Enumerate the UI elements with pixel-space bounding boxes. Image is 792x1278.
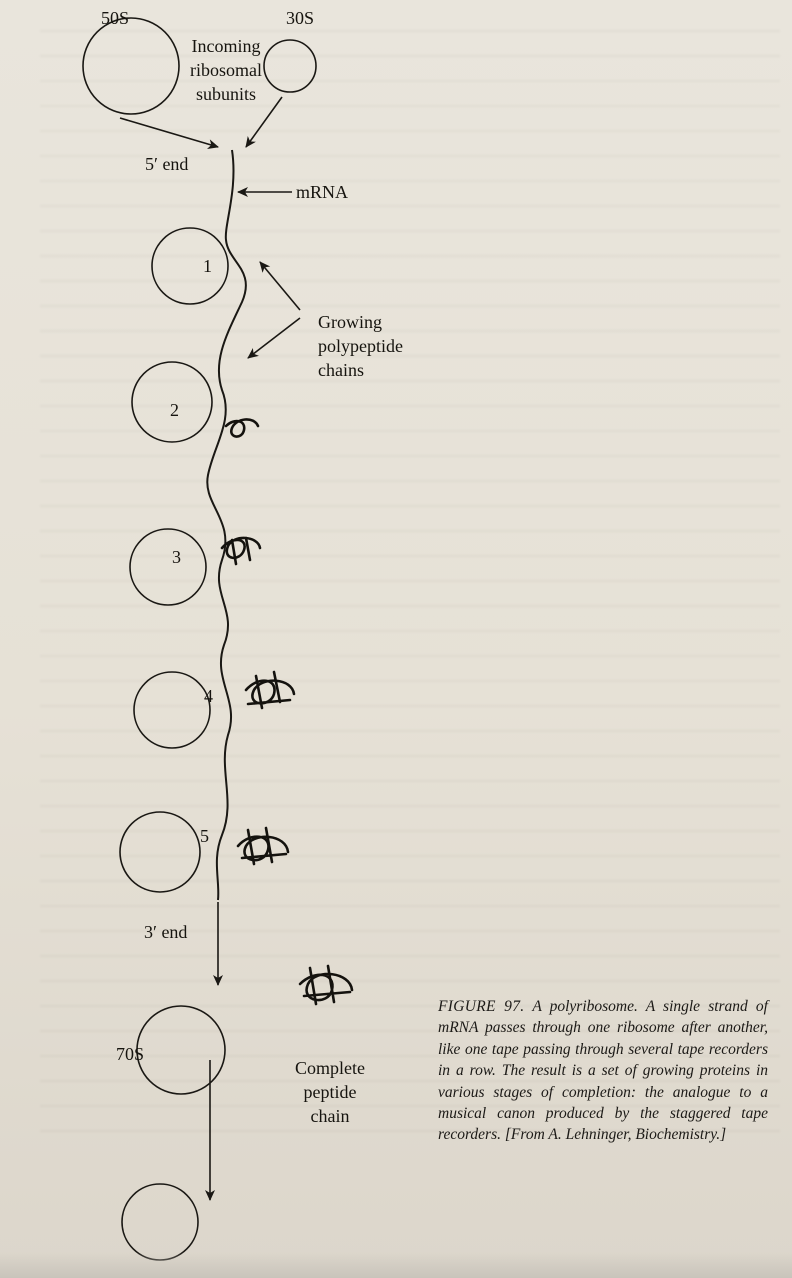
label-stage-5: 5 <box>200 826 209 846</box>
subunit-50s-circle <box>82 17 180 115</box>
ribosome-1-large <box>151 227 229 305</box>
label-mrna: mRNA <box>296 182 349 202</box>
caption-text: A polyribosome. A single strand of mRNA … <box>438 998 768 1144</box>
label-50s: 50S <box>101 8 130 28</box>
ribosome-70s-circle <box>136 1005 226 1095</box>
label-complete-1: Complete <box>295 1058 365 1078</box>
polypeptide-3 <box>220 536 262 566</box>
label-3prime-end: 3′ end <box>144 922 188 942</box>
ribosome-5-large <box>119 811 201 893</box>
caption-source: [From A. Lehninger, Biochemistry.] <box>504 1126 727 1144</box>
polypeptide-5 <box>236 826 290 866</box>
complete-peptide-chain <box>298 964 354 1006</box>
label-stage-4: 4 <box>204 686 213 706</box>
arrow-growing-1 <box>259 261 301 311</box>
ribosome-4-large <box>133 671 211 749</box>
polypeptide-4 <box>244 670 296 710</box>
label-complete-3: chain <box>310 1106 350 1126</box>
label-stage-3: 3 <box>172 547 181 567</box>
show-through-text <box>40 30 780 1150</box>
label-incoming-3: subunits <box>195 84 256 104</box>
polypeptide-2 <box>224 418 260 438</box>
caption-figure-number: FIGURE 97. <box>438 998 525 1015</box>
ribosome-outgoing-circle <box>121 1183 199 1261</box>
label-70s: 70S <box>116 1044 145 1064</box>
label-growing-1: Growing <box>318 312 382 332</box>
subunit-30s-circle <box>263 39 317 93</box>
arrow-30s-in <box>245 96 283 148</box>
arrow-50s-in <box>119 117 219 149</box>
label-30s: 30S <box>286 8 315 28</box>
label-complete-2: peptide <box>303 1082 357 1102</box>
label-stage-1: 1 <box>203 256 212 276</box>
ribosome-2-large <box>131 361 213 443</box>
label-incoming-1: Incoming <box>191 36 261 56</box>
label-growing-3: chains <box>318 360 364 380</box>
label-5prime-end: 5′ end <box>145 154 189 174</box>
figure-caption: FIGURE 97. A polyribosome. A single stra… <box>438 996 768 1146</box>
label-stage-2: 2 <box>170 400 179 420</box>
arrow-growing-2 <box>247 317 301 359</box>
label-growing-2: polypeptide <box>318 336 403 356</box>
label-incoming-2: ribosomal <box>190 60 262 80</box>
mrna-strand <box>206 149 247 901</box>
ribosome-3-large <box>129 528 207 606</box>
page-bottom-edge <box>0 1252 792 1278</box>
